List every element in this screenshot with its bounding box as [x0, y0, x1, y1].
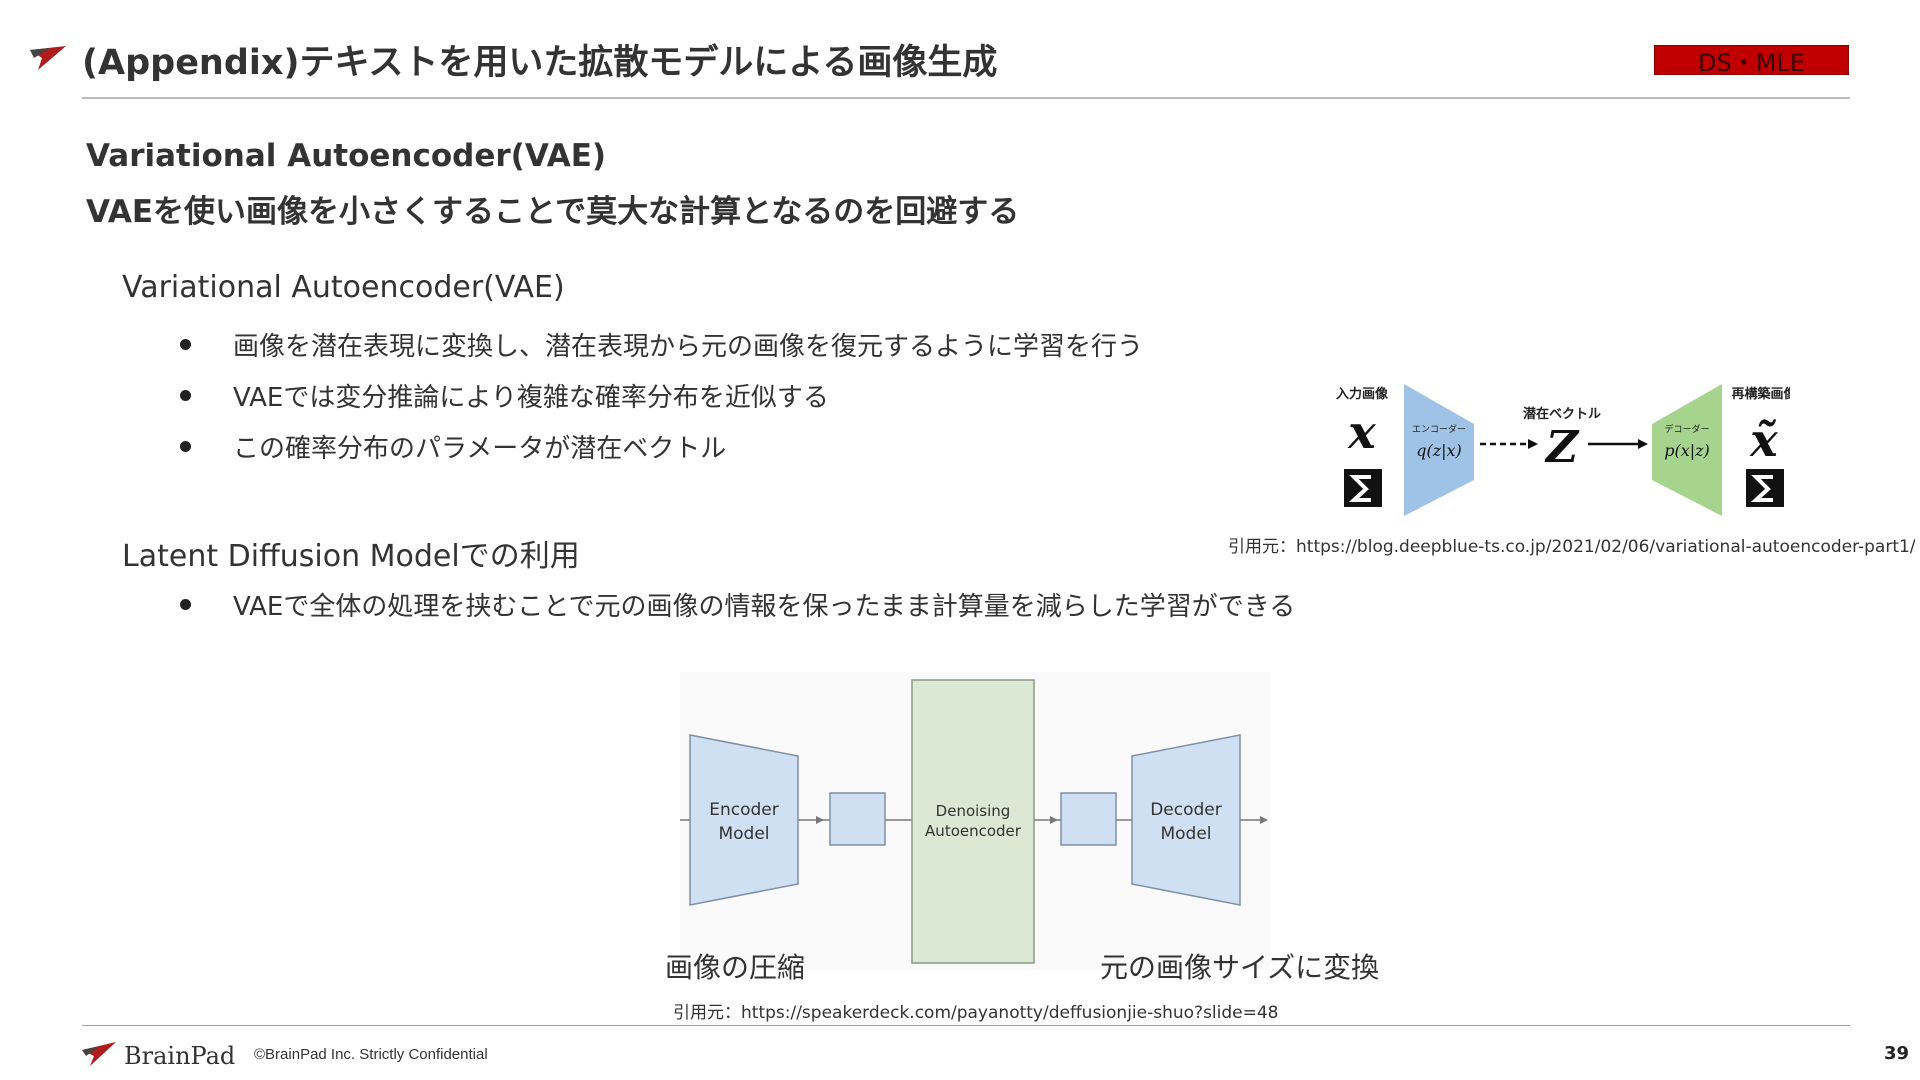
arrow-head-icon — [816, 816, 824, 824]
list-item: 画像を潜在表現に変換し、潜在表現から元の画像を復元するように学習を行う — [180, 326, 1143, 363]
list-item: VAEでは変分推論により複雑な確率分布を近似する — [180, 377, 829, 414]
bullet-icon — [180, 339, 191, 350]
vae-diagram: 入力画像 x エンコーダー q(z|x) 潜在ベクトル Z デコーダー p(x|… — [1336, 384, 1790, 516]
category-badge: DS・MLE — [1654, 45, 1849, 77]
vae-encoder-shape — [1404, 384, 1474, 516]
digit-five-icon — [1750, 475, 1773, 502]
list-item: この確率分布のパラメータが潜在ベクトル — [180, 428, 726, 465]
ldm-denoising-block — [911, 679, 1035, 964]
vae-decoder-shape — [1652, 384, 1722, 516]
arrow-head-icon — [1528, 439, 1538, 449]
ldm-decoder-label-1: Decoder — [1150, 800, 1222, 820]
ldm-caption-compress: 画像の圧縮 — [665, 951, 806, 984]
ldm-diagram: Encoder Model Denoising Autoencoder Deco… — [680, 672, 1270, 970]
subtitle-line-1: Variational Autoencoder(VAE) — [86, 138, 607, 174]
brand-mark-icon — [30, 46, 66, 70]
list-item: VAEで全体の処理を挟むことで元の画像の情報を保ったまま計算量を減らした学習がで… — [180, 586, 1295, 623]
bullet-icon — [180, 390, 191, 401]
bullet-icon — [180, 441, 191, 452]
bullet-text: この確率分布のパラメータが潜在ベクトル — [233, 434, 727, 464]
vae-decoder-formula: p(x|z) — [1664, 441, 1710, 460]
vae-citation: 引用元：https://blog.deepblue-ts.co.jp/2021/… — [1228, 537, 1916, 557]
arrow-head-icon — [1260, 816, 1268, 824]
vae-latent-symbol: Z — [1544, 422, 1580, 473]
ldm-encoder-label-2: Model — [718, 824, 769, 844]
ldm-decoder-label-2: Model — [1160, 824, 1211, 844]
vae-encoder-formula: q(z|x) — [1416, 441, 1462, 460]
page-title: (Appendix)テキストを用いた拡散モデルによる画像生成 — [82, 43, 998, 83]
digit-five-icon — [1348, 475, 1371, 502]
vae-latent-label: 潜在ベクトル — [1523, 406, 1601, 422]
arrow-head-icon — [1050, 816, 1058, 824]
bullet-text: VAEでは変分推論により複雑な確率分布を近似する — [233, 383, 829, 413]
vae-decoder-label: デコーダー — [1664, 423, 1709, 435]
vae-output-symbol: x̃ — [1749, 413, 1778, 467]
brand-mark-icon — [82, 1042, 116, 1066]
ldm-latent-box-right — [1060, 792, 1117, 846]
brand-wordmark: BrainPad — [124, 1042, 235, 1070]
subtitle-line-2: VAEを使い画像を小さくすることで莫大な計算となるのを回避する — [86, 194, 1020, 230]
ldm-latent-box-left — [829, 792, 886, 846]
ldm-caption-restore: 元の画像サイズに変換 — [1100, 951, 1380, 984]
vae-input-symbol: x — [1347, 405, 1376, 459]
ldm-citation: 引用元：https://speakerdeck.com/payanotty/de… — [673, 1003, 1279, 1023]
bullet-text: 画像を潜在表現に変換し、潜在表現から元の画像を復元するように学習を行う — [233, 332, 1144, 362]
section-heading-ldm: Latent Diffusion Modelでの利用 — [122, 539, 580, 574]
page-number: 39 — [1884, 1043, 1910, 1064]
bullet-icon — [180, 599, 191, 610]
vae-encoder-label: エンコーダー — [1412, 423, 1466, 435]
copyright-notice: ©BrainPad Inc. Strictly Confidential — [254, 1046, 488, 1063]
bullet-text: VAEで全体の処理を挟むことで元の画像の情報を保ったまま計算量を減らした学習がで… — [233, 592, 1296, 622]
arrow-head-icon — [1638, 439, 1648, 449]
ldm-encoder-label-1: Encoder — [709, 800, 779, 820]
ldm-denoise-label-2: Autoencoder — [925, 822, 1022, 840]
brainpad-logo: BrainPad — [82, 1042, 235, 1070]
vae-output-label: 再構築画像 — [1731, 386, 1790, 402]
header-divider — [82, 97, 1850, 99]
ldm-encoder-shape — [689, 734, 799, 906]
footer-divider — [82, 1025, 1850, 1026]
section-heading-vae: Variational Autoencoder(VAE) — [122, 270, 565, 305]
ldm-denoise-label-1: Denoising — [936, 802, 1011, 820]
ldm-decoder-shape — [1131, 734, 1241, 906]
vae-input-label: 入力画像 — [1336, 386, 1389, 402]
